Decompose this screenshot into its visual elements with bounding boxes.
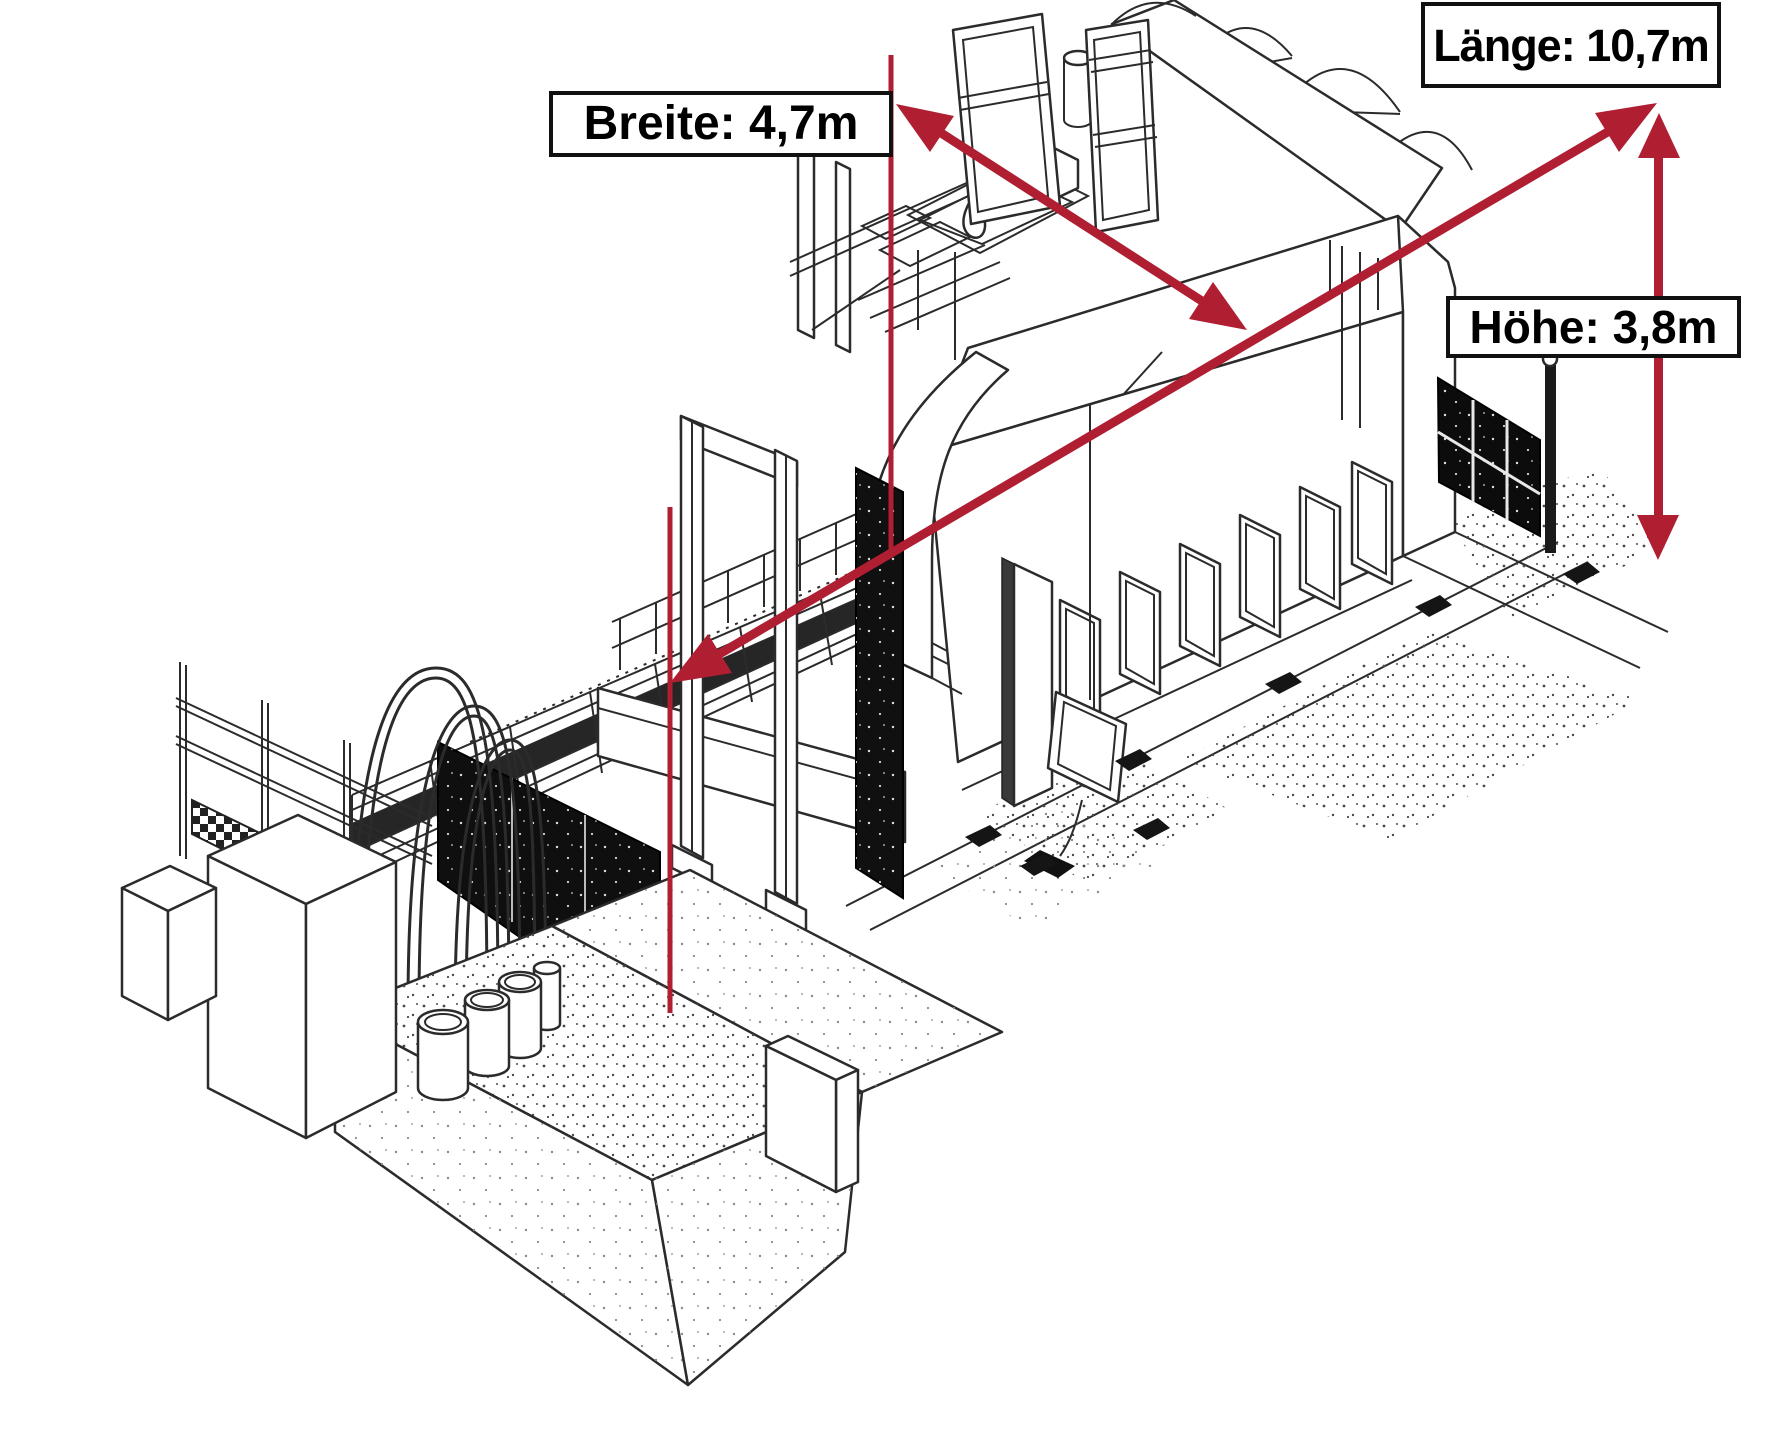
width-dimension-label: Breite: 4,7m — [549, 91, 893, 157]
height-dimension-label: Höhe: 3,8m — [1446, 296, 1741, 358]
cable-hoses — [350, 666, 548, 1013]
length-dimension-arrow — [670, 103, 1657, 683]
length-dimension-label: Länge: 10,7m — [1421, 2, 1721, 88]
electrical-cabinets — [120, 813, 398, 1140]
portal-frame — [670, 414, 904, 934]
standing-slab-panel — [764, 1034, 860, 1194]
barrels — [416, 960, 562, 1102]
roof-frames-and-ducts — [951, 0, 1473, 234]
enclosure-cabin — [866, 214, 1559, 808]
width-dimension-arrow — [896, 104, 1247, 330]
machine-feet — [965, 562, 1600, 876]
